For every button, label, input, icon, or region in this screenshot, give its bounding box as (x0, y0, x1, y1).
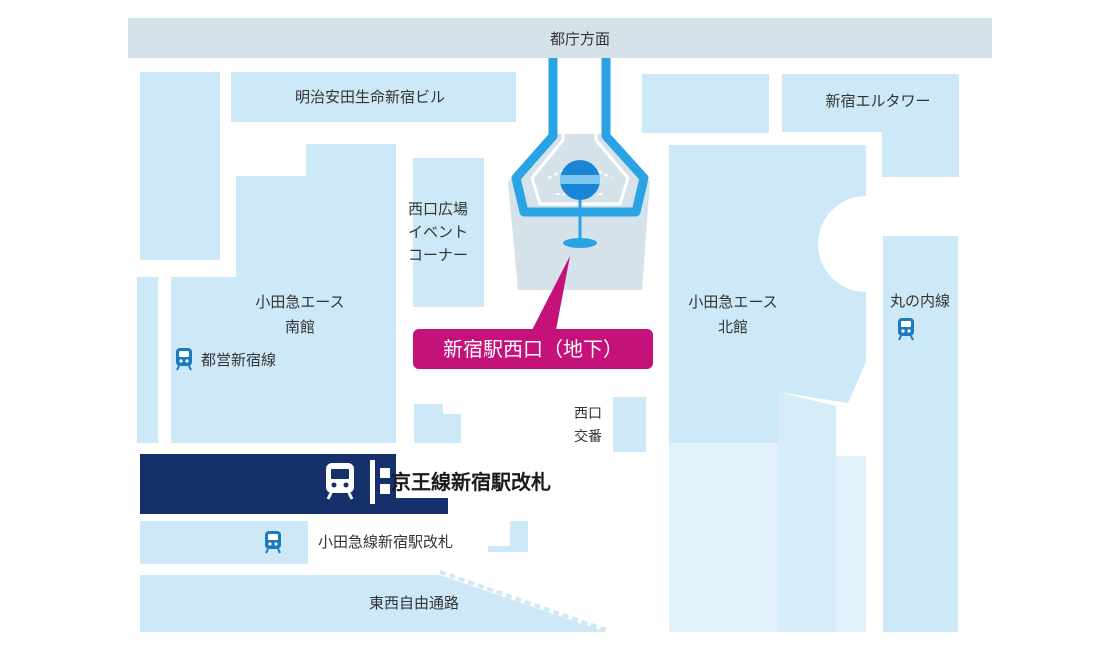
building-eltower (782, 74, 959, 132)
odakyu-ace-north-label-2: 北館 (718, 318, 748, 336)
train-icon (326, 463, 354, 500)
koban-label-1: 西口 (574, 406, 602, 422)
callout-pointer (532, 256, 570, 330)
building-left-top (140, 72, 220, 260)
odakyu-ace-south-label-1: 小田急エース (255, 293, 344, 311)
train-icon (176, 348, 192, 371)
train-icon (265, 531, 281, 554)
building-event-corner (413, 158, 484, 307)
train-icon (898, 318, 914, 341)
top-road-label: 都庁方面 (550, 30, 610, 48)
building-odakyu-ace-south (171, 144, 396, 443)
gate-marker (380, 484, 390, 494)
odakyu-ace-south-label-2: 南館 (285, 318, 315, 336)
building-odakyu-ace-north (669, 145, 866, 443)
east-west-passage-label: 東西自由通路 (369, 594, 459, 612)
building-left-strip (137, 277, 158, 443)
event-corner-label-2: イベント (408, 223, 468, 241)
marunouchi-label: 丸の内線 (890, 292, 950, 310)
plaza-walkway (778, 392, 836, 632)
building-eltower-lower (882, 132, 959, 177)
building-small-block (414, 404, 461, 443)
odakyu-ace-north-label-1: 小田急エース (688, 293, 777, 311)
meiji-yasuda-label: 明治安田生命新宿ビル (295, 88, 445, 106)
building-marunouchi (883, 236, 958, 632)
building-meiji-yasuda (231, 72, 516, 122)
toei-shinjuku-label: 都営新宿線 (201, 351, 276, 369)
station-marker-icon (560, 160, 600, 248)
lower-plaza (669, 443, 866, 632)
event-corner-label-3: コーナー (408, 246, 468, 264)
gate-marker (380, 468, 390, 478)
east-west-passage (140, 575, 606, 632)
koban-label-2: 交番 (574, 428, 602, 445)
odakyu-gate-row (140, 521, 308, 564)
keio-gate-underline (396, 498, 448, 514)
callout-box (413, 329, 653, 369)
building-koban (613, 397, 646, 452)
gate-marker (370, 460, 375, 504)
odakyu-gate-label: 小田急線新宿駅改札 (318, 533, 453, 551)
callout-label: 新宿駅西口（地下） (443, 337, 623, 361)
odakyu-gate-row-right (488, 521, 528, 552)
event-corner-label-1: 西口広場 (408, 200, 468, 218)
keio-gate-label: 京王線新宿駅改札 (391, 470, 551, 494)
eltower-label: 新宿エルタワー (825, 92, 930, 110)
building-right-small (642, 74, 769, 133)
top-road (128, 18, 992, 58)
